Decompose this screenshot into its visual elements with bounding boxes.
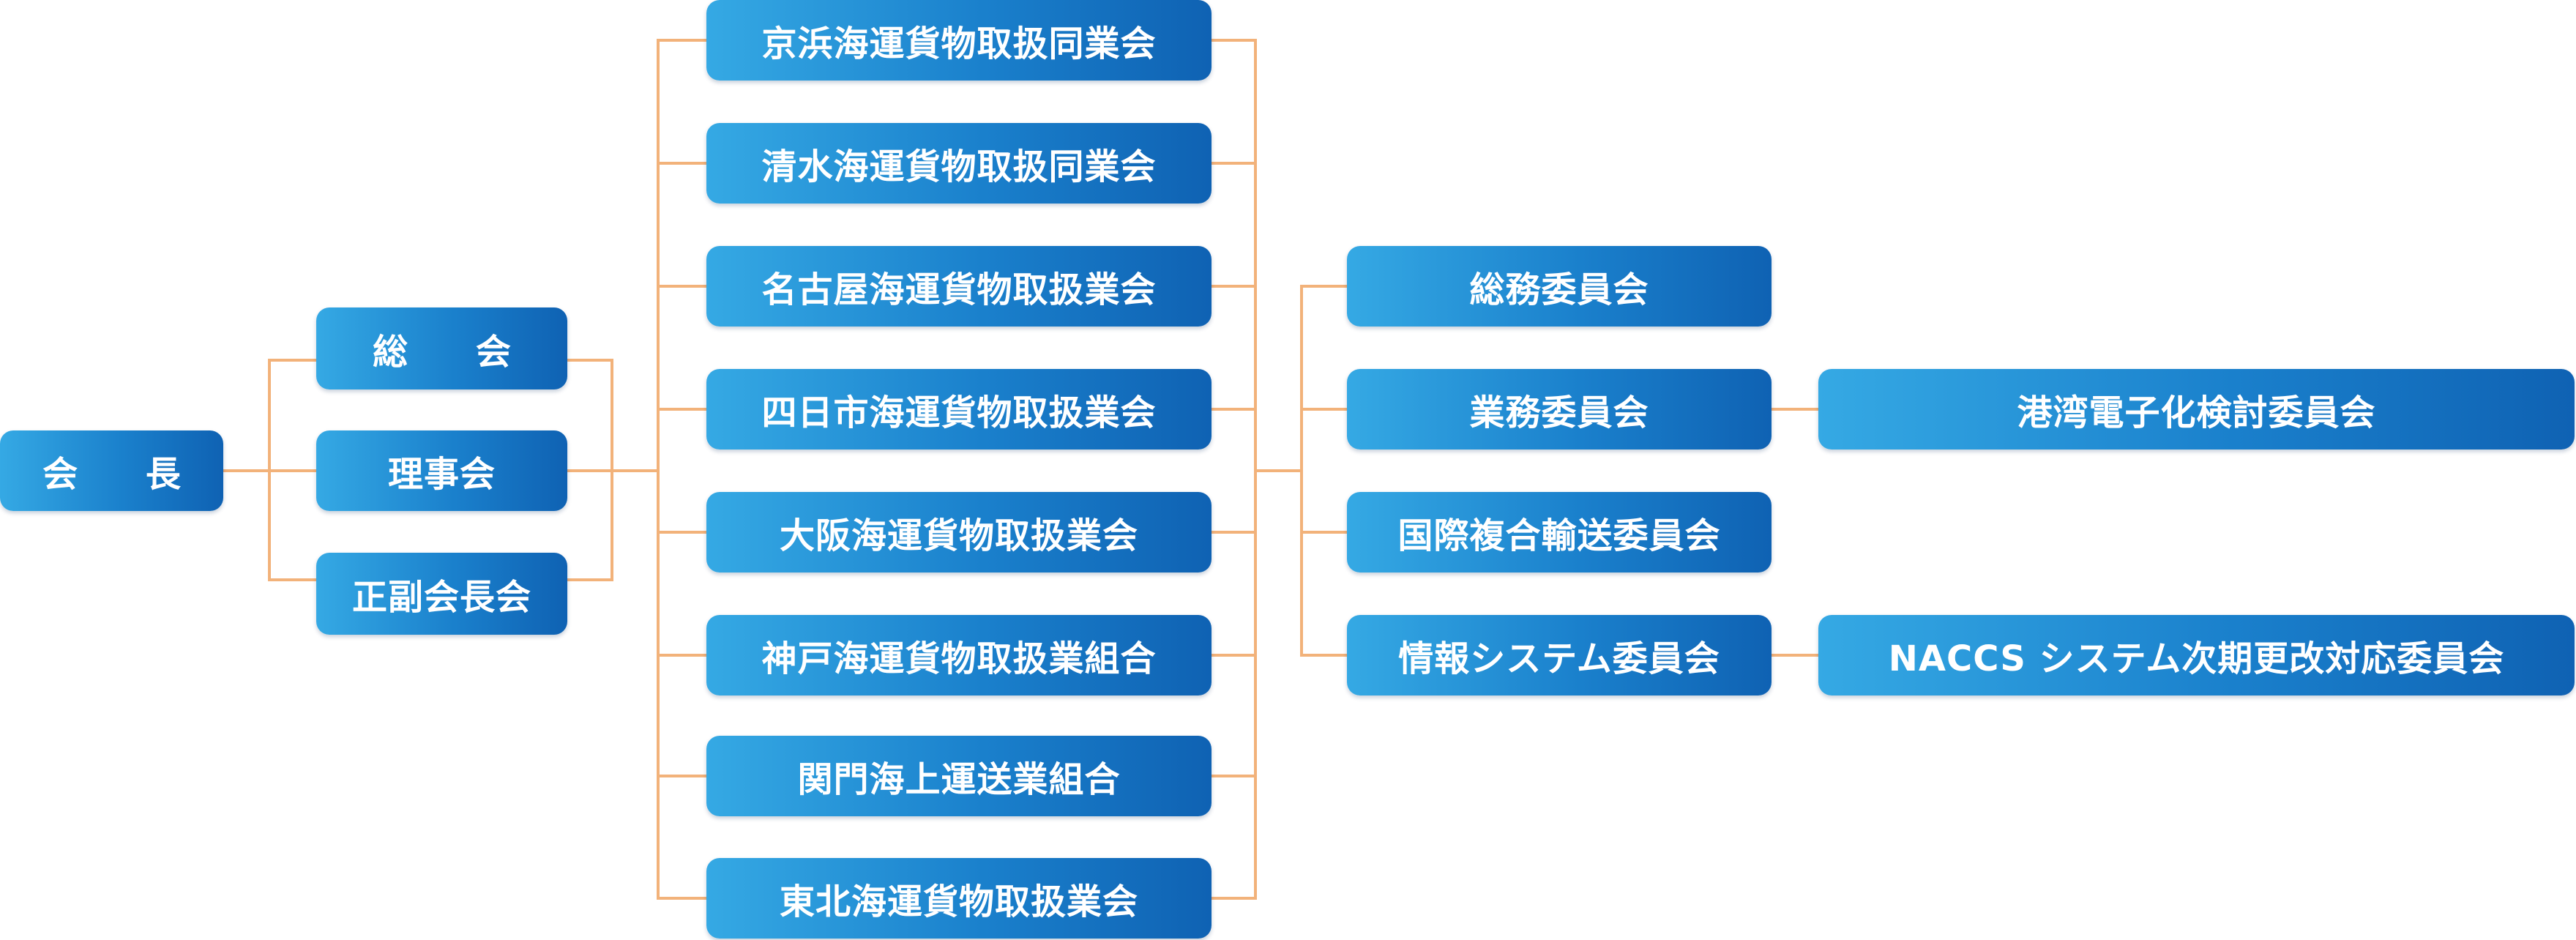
general-assembly-box: 総 会 [316,307,567,389]
board-of-directors-box: 理事会 [316,430,567,511]
association-nagoya-label: 名古屋海運貨物取扱業会 [761,269,1157,310]
chairman-label: 会 長 [42,454,209,495]
association-kobe-box: 神戸海運貨物取扱業組合 [706,615,1212,695]
association-osaka-box: 大阪海運貨物取扱業会 [706,492,1212,572]
chairman-box: 会 長 [0,430,223,511]
association-yokkaichi-label: 四日市海運貨物取扱業会 [761,392,1157,433]
naccs-renewal-committee-label: NACCS システム次期更改対応委員会 [1888,638,2505,679]
association-nagoya-box: 名古屋海運貨物取扱業会 [706,246,1212,327]
chair-vice-chair-meeting-box: 正副会長会 [316,553,567,635]
board-of-directors-label: 理事会 [387,454,496,495]
association-kobe-label: 神戸海運貨物取扱業組合 [761,638,1157,679]
multimodal-transport-committee-box: 国際複合輸送委員会 [1347,492,1772,572]
association-tohoku-label: 東北海運貨物取扱業会 [779,881,1138,922]
general-affairs-committee-box: 総務委員会 [1347,246,1772,327]
general-affairs-committee-label: 総務委員会 [1469,269,1649,310]
business-committee-label: 業務委員会 [1469,392,1649,433]
information-systems-committee-box: 情報システム委員会 [1347,615,1772,695]
port-digitalization-committee-label: 港湾電子化検討委員会 [2017,392,2376,433]
association-shimizu-label: 清水海運貨物取扱同業会 [761,146,1157,187]
chair-vice-chair-meeting-label: 正副会長会 [351,577,531,618]
association-osaka-label: 大阪海運貨物取扱業会 [779,515,1138,556]
multimodal-transport-committee-label: 国際複合輸送委員会 [1397,515,1721,556]
port-digitalization-committee-box: 港湾電子化検討委員会 [1818,369,2575,450]
association-shimizu-box: 清水海運貨物取扱同業会 [706,123,1212,204]
information-systems-committee-label: 情報システム委員会 [1398,638,1720,679]
association-yokkaichi-box: 四日市海運貨物取扱業会 [706,369,1212,450]
business-committee-box: 業務委員会 [1347,369,1772,450]
general-assembly-label: 総 会 [373,332,539,373]
association-tohoku-box: 東北海運貨物取扱業会 [706,858,1212,939]
association-keihin-label: 京浜海運貨物取扱同業会 [761,23,1157,64]
association-keihin-box: 京浜海運貨物取扱同業会 [706,0,1212,81]
association-kanmon-label: 関門海上運送業組合 [797,759,1121,800]
association-kanmon-box: 関門海上運送業組合 [706,736,1212,816]
naccs-renewal-committee-box: NACCS システム次期更改対応委員会 [1818,615,2575,695]
